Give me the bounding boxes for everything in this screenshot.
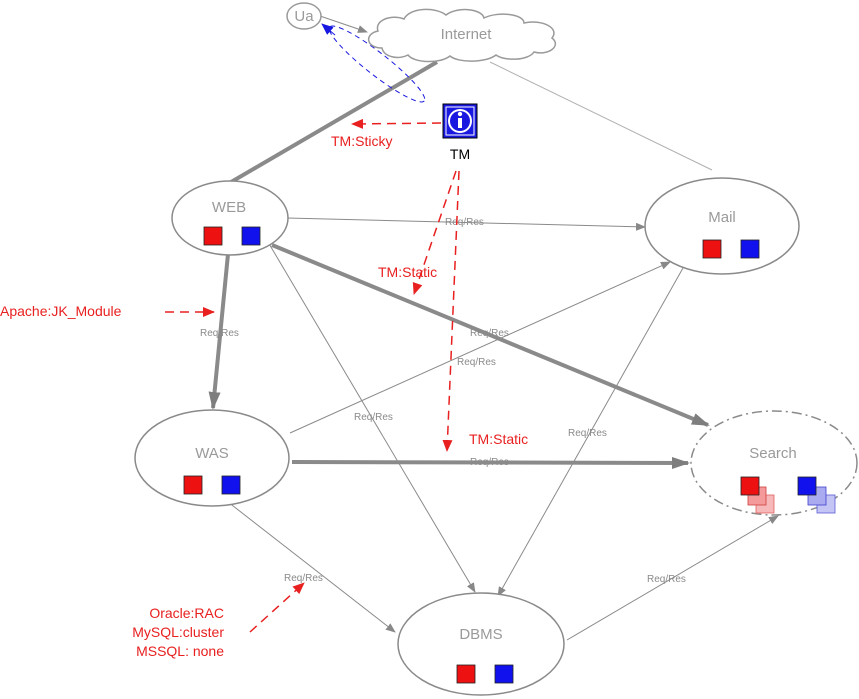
blue-square (494, 664, 514, 684)
edge-label-was-mail: Req/Res (457, 357, 496, 368)
node-ua-label: Ua (294, 8, 314, 25)
arrow-tm-sticky (351, 118, 442, 129)
arrow-tm-static-search (442, 170, 460, 452)
annotation-oracle: Oracle:RAC (149, 605, 224, 621)
node-internet-label: Internet (441, 26, 493, 43)
annotation-tm-sticky: TM:Sticky (331, 133, 392, 149)
blue-square (241, 226, 261, 246)
edge-label-web-mail: Req/Res (445, 217, 484, 228)
node-mail[interactable]: Mail (644, 177, 800, 275)
node-web[interactable]: WEB (171, 180, 289, 256)
node-was[interactable]: WAS (134, 409, 290, 507)
node-tm[interactable]: TM (442, 103, 478, 162)
edge-web-mail (286, 217, 646, 231)
red-square (456, 664, 476, 684)
node-internet[interactable]: Internet (368, 8, 557, 63)
annotation-mysql: MySQL:cluster (132, 624, 224, 640)
thin-edges (227, 15, 779, 641)
thick-edges (208, 60, 710, 469)
node-web-label: WEB (212, 199, 246, 216)
blue-square-stack (797, 476, 836, 514)
edge-label-web-dbms: Req/Res (354, 412, 393, 423)
node-dbms-label: DBMS (459, 626, 502, 643)
annotation-arrows (165, 118, 460, 633)
node-ua[interactable]: Ua (286, 2, 322, 30)
blue-square (221, 475, 241, 495)
info-icon (442, 103, 478, 139)
edge-label-mail-dbms: Req/Res (568, 428, 607, 439)
red-square (183, 475, 203, 495)
edge-web-was (208, 253, 230, 410)
edge-was-search (291, 456, 690, 469)
edge-label-was-search: Req/Res (470, 457, 509, 468)
edge-internet-web (224, 60, 439, 187)
node-dbms[interactable]: DBMS (397, 592, 565, 696)
annotation-apache: Apache:JK_Module (0, 303, 122, 319)
blue-square (740, 239, 760, 259)
cloud-icon (368, 8, 557, 63)
arrow-tm-static-web (412, 170, 457, 295)
node-search-label: Search (749, 445, 797, 462)
edge-web-dbms (267, 241, 476, 593)
annotation-mssql: MSSQL: none (136, 643, 224, 659)
edge-web-search (271, 243, 710, 427)
node-tm-label: TM (450, 146, 470, 162)
edge-label-web-search: Req/Res (470, 328, 509, 339)
edge-dbms-search (566, 515, 779, 641)
red-square (203, 226, 223, 246)
annotation-tm-static-2: TM:Static (469, 431, 528, 447)
edge-mail-dbms (497, 267, 684, 597)
edge-was-mail (289, 261, 671, 434)
arrow-oracle (249, 582, 305, 633)
node-was-label: WAS (195, 445, 229, 462)
node-search[interactable]: Search (690, 410, 858, 516)
edge-labels: Req/Res Req/Res Req/Res Req/Res Req/Res … (200, 217, 686, 585)
edge-label-dbms-search: Req/Res (647, 574, 686, 585)
node-mail-label: Mail (708, 209, 736, 226)
sticky-session-loop (321, 23, 426, 103)
red-square-stack (740, 476, 775, 514)
edge-label-was-dbms: Req/Res (284, 573, 323, 584)
edge-ua-internet (319, 15, 368, 33)
red-square (702, 239, 722, 259)
edge-internet-mail (489, 61, 713, 171)
edge-label-web-was: Req/Res (200, 328, 239, 339)
edge-was-dbms (227, 501, 396, 633)
annotation-text: TM:Sticky TM:Static TM:Static Apache:JK_… (0, 133, 528, 659)
annotation-tm-static-1: TM:Static (378, 264, 437, 280)
